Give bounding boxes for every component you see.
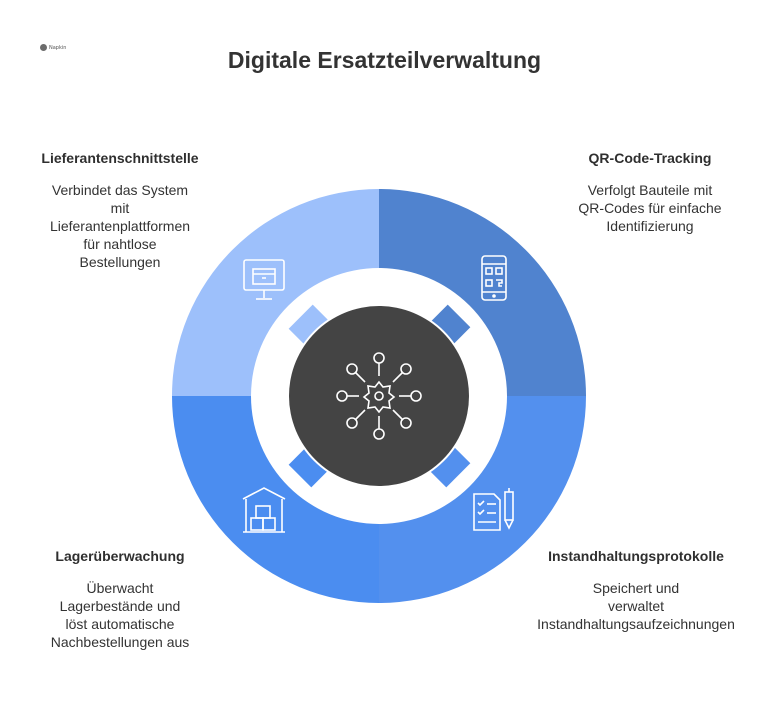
segment-heading: Lagerüberwachung [55,548,185,564]
logo-text: Napkin [49,44,67,51]
desc-line: Bestellungen [79,254,161,270]
desc-line: Nachbestellungen aus [50,634,190,650]
segment-label-qr-code-tracking: QR-Code-Tracking Verfolgt Bauteile mit Q… [530,149,769,235]
desc-line: verwaltet [607,598,665,614]
desc-line: für nahtlose [83,236,157,252]
segment-heading: Instandhaltungsprotokolle [548,548,724,564]
desc-line: Überwacht [86,580,154,596]
connector-bottom-right [423,440,471,488]
checklist-pen-icon [473,488,514,531]
desc-line: Lagerbestände und [59,598,181,614]
center-circle [289,306,469,486]
monitor-box-icon [243,259,285,300]
desc-line: Verfolgt Bauteile mit [587,182,713,198]
gear-network-icon [336,352,422,440]
segment-description: Überwacht Lagerbestände und löst automat… [0,579,240,651]
connector-top-left [288,304,336,352]
desc-line: Verbindet das System [51,182,189,198]
segment-description: Verfolgt Bauteile mit QR-Codes für einfa… [530,181,769,235]
segment-bottom-right [379,396,586,603]
desc-line: Lieferantenplattformen [49,218,191,234]
segment-heading: Lieferantenschnittstelle [41,150,199,166]
segment-description: Speichert und verwaltet Instandhaltungsa… [516,579,756,633]
segment-label-instandhaltungsprotokolle: Instandhaltungsprotokolle Speichert und … [516,547,756,633]
diagram-title: Digitale Ersatzteilverwaltung [227,47,542,73]
desc-line: Speichert und [592,580,680,596]
segment-bottom-left [172,396,379,603]
desc-line: QR-Codes für einfache [578,200,722,216]
segment-label-lagerueberwachung: Lagerüberwachung Überwacht Lagerbestände… [0,547,240,651]
segment-heading: QR-Code-Tracking [588,150,712,166]
desc-line: Identifizierung [606,218,694,234]
napkin-logo-icon [40,44,47,51]
segment-description: Verbindet das System mit Lieferantenplat… [0,181,240,271]
desc-line: mit [110,200,130,216]
napkin-logo: Napkin [40,43,80,52]
segment-label-lieferantenschnittstelle: Lieferantenschnittstelle Verbindet das S… [0,149,240,271]
phone-qr-code-icon [481,255,507,301]
desc-line: Instandhaltungsaufzeichnungen [537,616,735,632]
desc-line: löst automatische [65,616,175,632]
warehouse-boxes-icon [242,487,286,533]
segment-top-left [172,189,379,396]
